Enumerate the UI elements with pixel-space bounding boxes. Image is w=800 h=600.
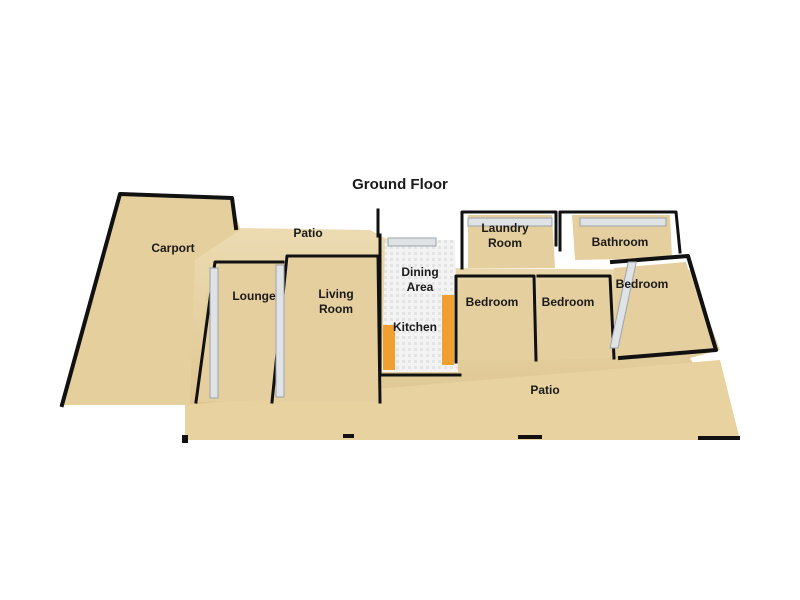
label-bedroom-2: Bedroom xyxy=(542,295,595,309)
label-bathroom: Bathroom xyxy=(592,235,649,249)
lounge-room xyxy=(194,260,285,404)
bedroom-1-room xyxy=(454,274,538,364)
label-kitchen: Kitchen xyxy=(393,320,437,334)
plan-title: Ground Floor xyxy=(352,176,448,193)
label-carport: Carport xyxy=(151,241,194,255)
carport-room xyxy=(59,192,240,408)
patio-wall-markers xyxy=(182,434,740,443)
label-dining-2: Area xyxy=(407,280,434,294)
living-room xyxy=(270,254,382,404)
label-patio-bottom: Patio xyxy=(530,383,559,397)
label-dining-1: Dining xyxy=(401,265,438,279)
label-lounge: Lounge xyxy=(232,289,276,303)
label-bedroom-3: Bedroom xyxy=(616,277,669,291)
label-bedroom-1: Bedroom xyxy=(466,295,519,309)
label-patio-top: Patio xyxy=(293,226,322,240)
bedroom-2-room xyxy=(536,274,616,360)
label-laundry-2: Room xyxy=(488,236,522,250)
kitchen-dining-room xyxy=(376,208,462,377)
laundry-room xyxy=(460,210,558,270)
bathroom-room xyxy=(558,210,682,260)
label-laundry-1: Laundry xyxy=(481,221,529,235)
label-living-2: Room xyxy=(319,302,353,316)
patio-bottom-area xyxy=(185,360,740,440)
label-living-1: Living xyxy=(318,287,353,301)
bedroom-3-room xyxy=(609,254,718,361)
